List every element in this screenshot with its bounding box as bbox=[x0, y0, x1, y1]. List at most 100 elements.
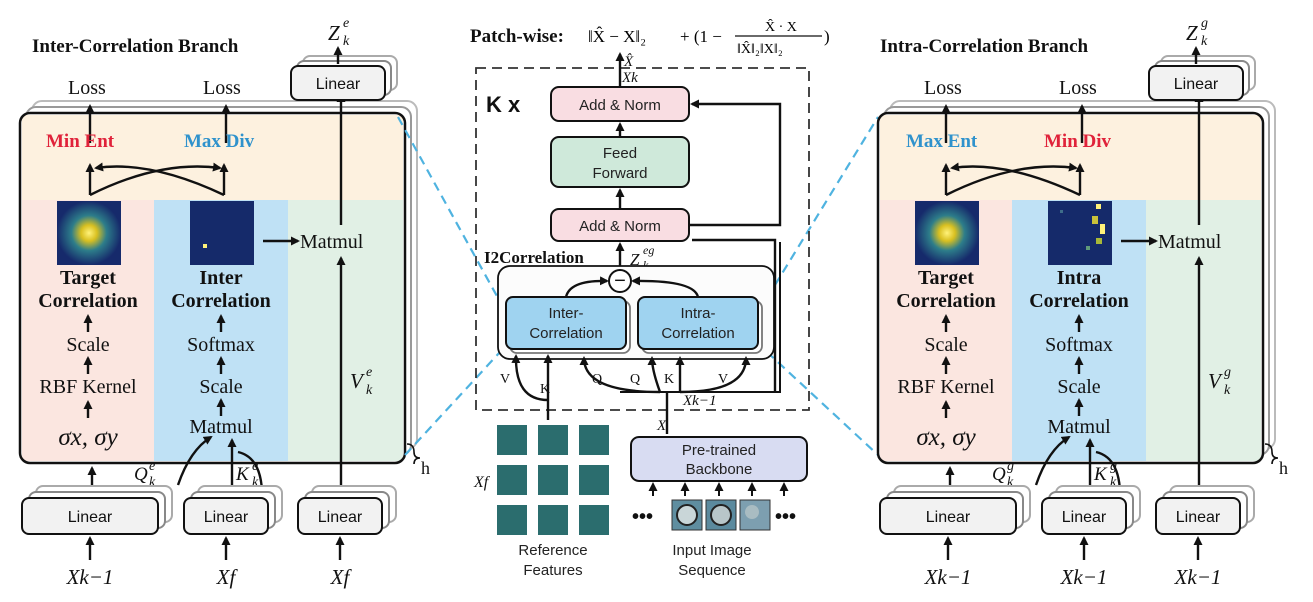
right-q-label: Q g k bbox=[992, 459, 1014, 490]
formula-term2: + (1 − bbox=[680, 27, 722, 46]
svg-text:Pre-trained: Pre-trained bbox=[682, 442, 756, 459]
svg-text:Linear: Linear bbox=[1062, 509, 1107, 526]
left-branch-frame bbox=[18, 111, 407, 465]
svg-text:Backbone: Backbone bbox=[686, 461, 753, 478]
right-branch-title: Intra-Correlation Branch bbox=[880, 36, 1089, 57]
svg-text:Linear: Linear bbox=[204, 509, 249, 526]
right-k-label: K g k bbox=[1093, 459, 1117, 490]
left-loss-2: Loss bbox=[203, 77, 241, 99]
intra-correlation-branch: Intra-Correlation Branch Loss Loss Max E… bbox=[876, 16, 1288, 589]
zeg-label: Z eg k bbox=[630, 243, 654, 272]
left-branch-title: Inter-Correlation Branch bbox=[32, 36, 239, 57]
left-k-label: K e k bbox=[235, 459, 259, 490]
kx-label: K x bbox=[486, 92, 521, 117]
right-objective-max-ent: Max Ent bbox=[906, 131, 978, 152]
svg-text:k: k bbox=[1224, 383, 1231, 398]
center-q-right: Q bbox=[630, 372, 640, 387]
inter-correlation-heatmap bbox=[190, 201, 254, 265]
left-input-1: Xk−1 bbox=[66, 565, 114, 589]
left-matmul-out: Matmul bbox=[300, 231, 364, 253]
right-col2-title-1: Intra bbox=[1057, 267, 1101, 289]
svg-text:Q: Q bbox=[134, 464, 148, 485]
left-top-linear-label: Linear bbox=[316, 76, 361, 93]
svg-text:Linear: Linear bbox=[1176, 509, 1221, 526]
svg-text:k: k bbox=[366, 383, 373, 398]
svg-text:k: k bbox=[1201, 34, 1208, 49]
img-caption-2: Sequence bbox=[678, 562, 746, 579]
right-col2-softmax: Softmax bbox=[1045, 334, 1113, 356]
svg-text:e: e bbox=[343, 16, 349, 31]
svg-text:g: g bbox=[1201, 16, 1208, 31]
left-col2-softmax: Softmax bbox=[187, 334, 255, 356]
svg-text:Correlation: Correlation bbox=[529, 325, 602, 342]
svg-text:Add & Norm: Add & Norm bbox=[579, 97, 661, 114]
right-input-2: Xk−1 bbox=[1060, 565, 1108, 589]
svg-text:k: k bbox=[643, 258, 649, 272]
center-k-left: K bbox=[540, 382, 550, 397]
svg-text:k: k bbox=[343, 34, 350, 49]
svg-text:Feed: Feed bbox=[603, 145, 637, 162]
svg-text:−: − bbox=[614, 270, 626, 292]
svg-text:Z: Z bbox=[328, 21, 340, 45]
left-linear-k: Linear bbox=[183, 485, 283, 535]
right-v-label: V g k bbox=[1208, 365, 1231, 398]
svg-text:e: e bbox=[149, 459, 155, 474]
left-objective-min-ent: Min Ent bbox=[46, 131, 115, 152]
left-objective-max-div: Max Div bbox=[184, 131, 255, 152]
right-matmul-out: Matmul bbox=[1158, 231, 1222, 253]
right-target-heatmap bbox=[915, 201, 979, 265]
center-xk1-label: Xk−1 bbox=[682, 393, 716, 409]
right-linear-v: Linear bbox=[1155, 485, 1255, 535]
left-h-label: h bbox=[421, 458, 430, 478]
dots-right: ••• bbox=[775, 506, 796, 528]
right-h-label: h bbox=[1279, 458, 1288, 478]
left-col2-title-2: Correlation bbox=[171, 290, 271, 312]
svg-text:V: V bbox=[1208, 369, 1223, 393]
right-linear-q: Linear bbox=[879, 485, 1031, 535]
right-objective-min-div: Min Div bbox=[1044, 131, 1112, 152]
svg-text:g: g bbox=[1224, 365, 1231, 380]
i2correlation-label: I2Correlation bbox=[484, 248, 584, 267]
formula-prefix: Patch-wise: bbox=[470, 26, 564, 47]
right-input-3: Xk−1 bbox=[1174, 565, 1222, 589]
right-top-linear-label: Linear bbox=[1174, 76, 1219, 93]
svg-text:Q: Q bbox=[992, 464, 1006, 485]
svg-text:K: K bbox=[1093, 464, 1108, 485]
left-col2-matmul: Matmul bbox=[189, 416, 253, 438]
right-col2-matmul: Matmul bbox=[1047, 416, 1111, 438]
svg-text:eg: eg bbox=[643, 243, 654, 257]
intra-correlation-block bbox=[637, 296, 759, 350]
right-top-linear bbox=[1148, 65, 1244, 101]
svg-text:V: V bbox=[350, 369, 365, 393]
svg-text:Inter-: Inter- bbox=[548, 305, 583, 322]
left-top-linear bbox=[290, 65, 386, 101]
svg-text:Linear: Linear bbox=[926, 509, 971, 526]
patch-wise-loss-formula: Patch-wise: ‖X̂ − X‖₂ + (1 − X̂ · X ‖X̂‖… bbox=[470, 18, 830, 57]
img-caption-1: Input Image bbox=[672, 542, 751, 559]
left-linear-q: Linear bbox=[21, 485, 173, 535]
right-col1-scale: Scale bbox=[924, 334, 967, 356]
inter-correlation-branch: Inter-Correlation Branch Loss Loss Min E… bbox=[18, 16, 430, 589]
center-v-right: V bbox=[718, 372, 728, 387]
left-q-label: Q e k bbox=[134, 459, 156, 490]
left-linear-v: Linear bbox=[297, 485, 397, 535]
center-xf-label: Xf bbox=[473, 474, 491, 491]
svg-text:Correlation: Correlation bbox=[661, 325, 734, 342]
xhat-label: X̂ bbox=[623, 54, 634, 70]
kx-dashed-frame bbox=[475, 67, 810, 411]
left-z-label: Z e k bbox=[328, 16, 350, 49]
left-col1-scale: Scale bbox=[66, 334, 109, 356]
right-col2-title-2: Correlation bbox=[1029, 290, 1129, 312]
formula-denominator: ‖X̂‖₂‖X‖₂ bbox=[737, 40, 783, 57]
left-col1-title-2: Correlation bbox=[38, 290, 138, 312]
right-z-label: Z g k bbox=[1186, 16, 1208, 49]
left-col2-scale: Scale bbox=[199, 376, 242, 398]
svg-text:Add & Norm: Add & Norm bbox=[579, 218, 661, 235]
right-branch-frame bbox=[876, 111, 1265, 465]
left-col1-sigma: σx, σy bbox=[58, 424, 118, 451]
left-loss-1: Loss bbox=[68, 77, 106, 99]
transformer-block: K x X̂ Xk Add & Norm Feed Forward Add & … bbox=[473, 52, 810, 579]
left-input-2: Xf bbox=[216, 565, 239, 589]
formula-term1: ‖X̂ − X‖₂ bbox=[588, 27, 646, 46]
